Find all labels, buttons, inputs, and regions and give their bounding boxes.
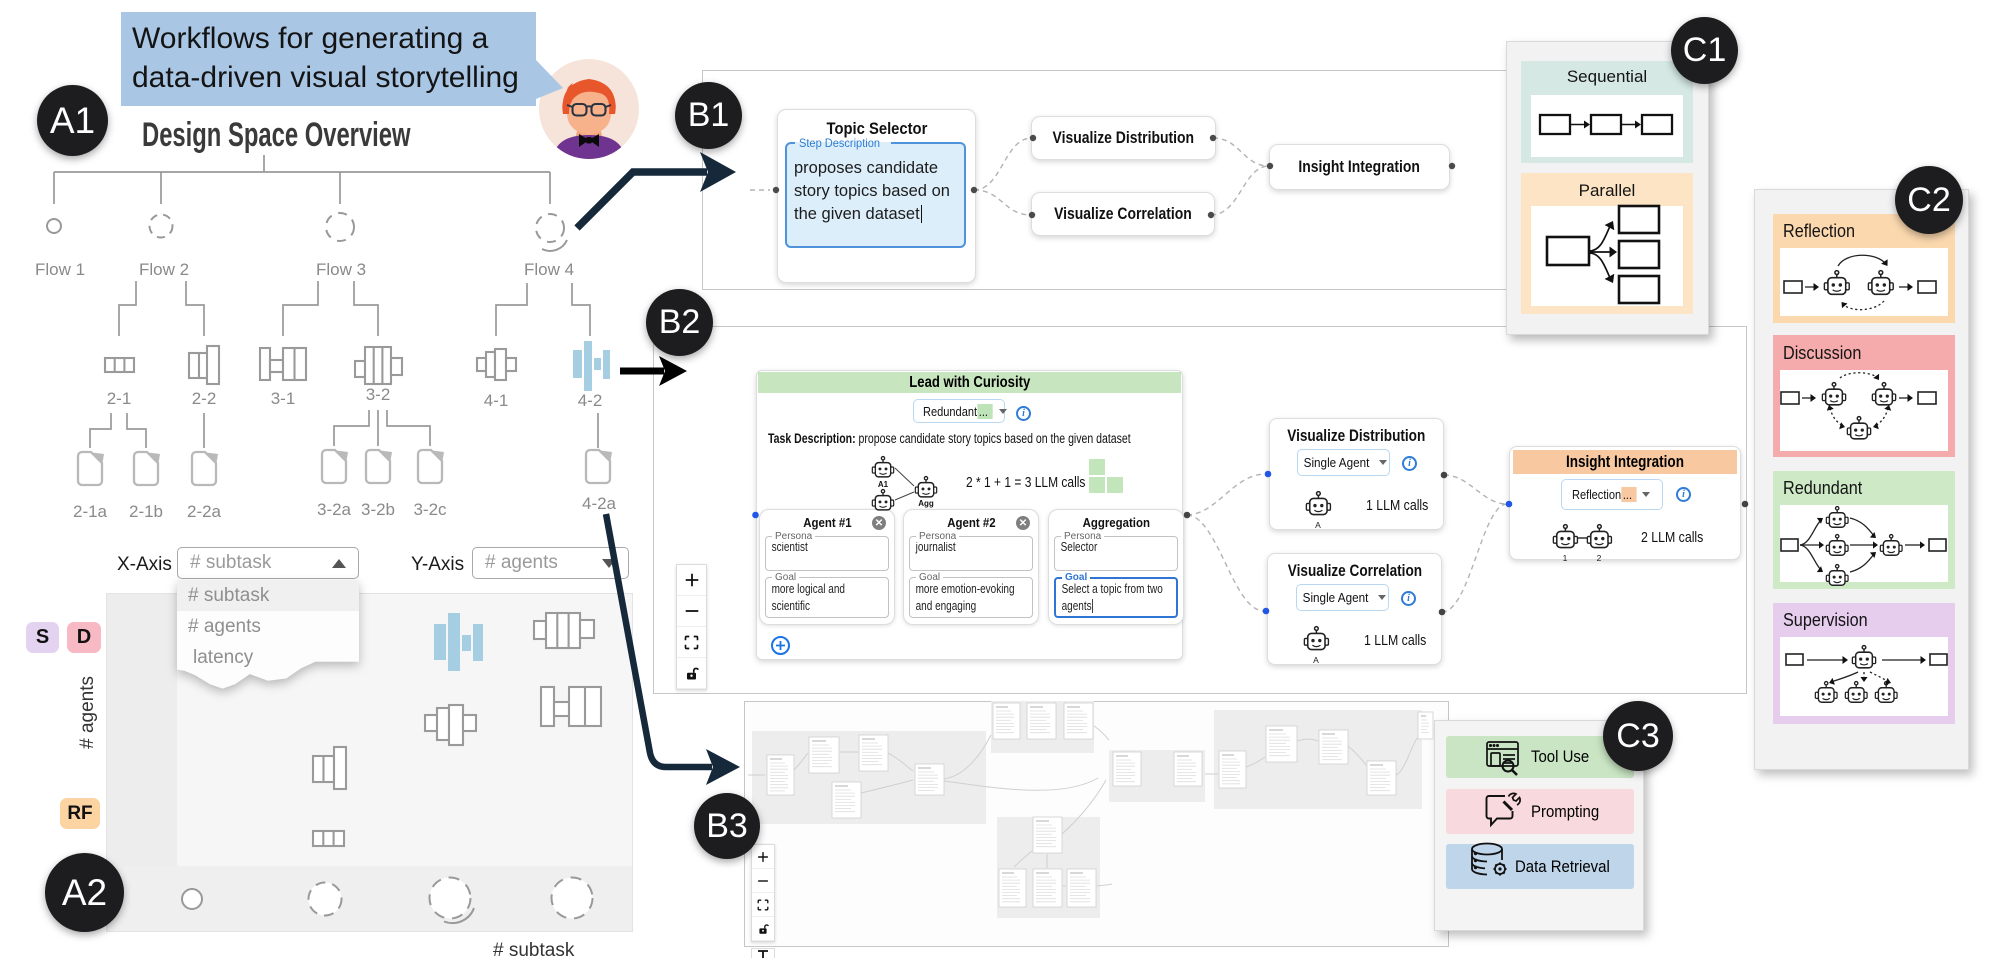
svg-text:3-2: 3-2 <box>366 385 391 404</box>
svg-text:Flow 2: Flow 2 <box>139 260 189 279</box>
svg-text:2-1: 2-1 <box>107 389 132 408</box>
svg-text:3-2a: 3-2a <box>317 500 352 519</box>
svg-text:3-1: 3-1 <box>271 389 296 408</box>
svg-text:4-2a: 4-2a <box>582 494 617 513</box>
svg-text:2-2a: 2-2a <box>187 502 222 521</box>
svg-text:2-1a: 2-1a <box>73 502 108 521</box>
svg-text:4-1: 4-1 <box>484 391 509 410</box>
svg-text:Flow 1: Flow 1 <box>35 260 85 279</box>
svg-text:3-2c: 3-2c <box>413 500 447 519</box>
svg-text:Flow 4: Flow 4 <box>524 260 574 279</box>
svg-text:Flow 3: Flow 3 <box>316 260 366 279</box>
svg-text:2-1b: 2-1b <box>129 502 163 521</box>
svg-text:4-2: 4-2 <box>578 391 603 410</box>
svg-text:2-2: 2-2 <box>192 389 217 408</box>
svg-text:3-2b: 3-2b <box>361 500 395 519</box>
